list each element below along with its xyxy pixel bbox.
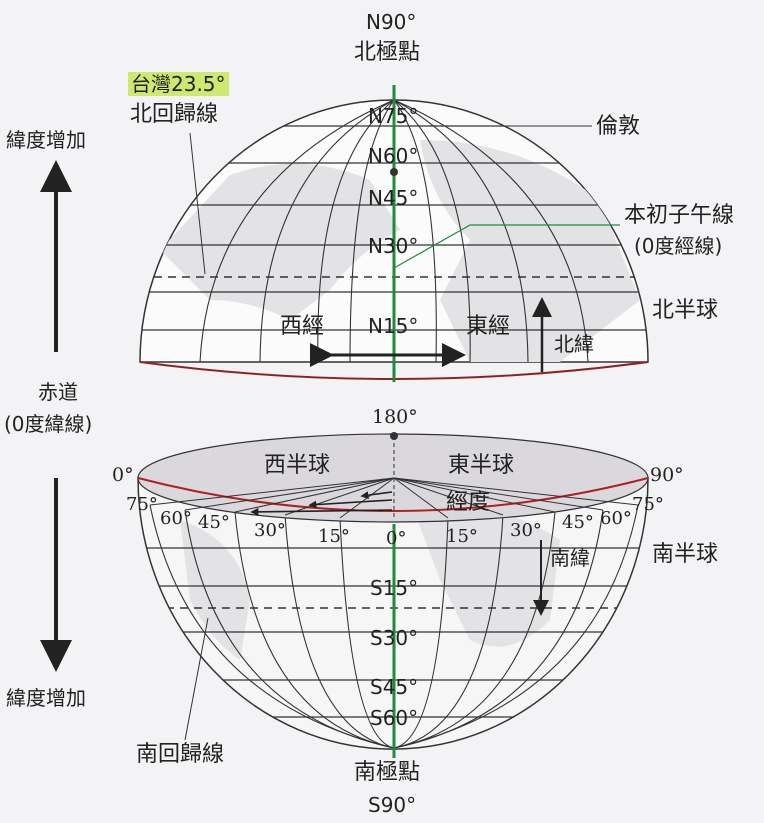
label-lon-l45: 45° <box>198 512 230 533</box>
label-lon-r45: 45° <box>562 512 594 533</box>
label-south-latitude: 南緯 <box>550 546 590 570</box>
label-lon-r75: 75° <box>632 494 664 515</box>
label-equator-sub: (0度緯線) <box>4 412 93 436</box>
label-n30: N30° <box>368 234 419 258</box>
label-south-pole: 南極點 <box>354 760 421 785</box>
label-n75: N75° <box>368 104 419 128</box>
label-s30: S30° <box>370 626 419 650</box>
label-deg180: 180° <box>372 406 418 428</box>
label-lon-r60: 60° <box>600 508 632 529</box>
label-lon-r15: 15° <box>446 526 478 547</box>
label-north-pole: 北極點 <box>354 40 421 65</box>
label-deg0-left: 0° <box>112 464 134 486</box>
label-lon-l75: 75° <box>126 494 158 515</box>
label-s15: S15° <box>370 576 419 600</box>
label-tropic-cancer: 北回歸線 <box>130 102 219 127</box>
center-180-dot <box>390 432 398 440</box>
label-n15: N15° <box>368 314 419 338</box>
label-north-hemisphere: 北半球 <box>652 298 719 323</box>
label-lon-r30: 30° <box>510 520 542 541</box>
southern-hemisphere <box>137 432 649 758</box>
label-deg90-right: 90° <box>650 464 684 486</box>
label-lon-l15: 15° <box>318 526 350 547</box>
label-latitude-increase-bottom: 緯度增加 <box>6 686 86 710</box>
label-south-pole-deg: S90° <box>368 793 417 817</box>
landmass <box>180 520 250 660</box>
label-east-longitude: 東經 <box>466 314 511 339</box>
landmass <box>160 163 400 320</box>
label-west-hemisphere: 西半球 <box>264 453 331 478</box>
label-latitude-increase-top: 緯度增加 <box>6 128 86 152</box>
label-s45: S45° <box>370 675 419 699</box>
label-north-latitude: 北緯 <box>554 332 594 356</box>
north-pole-dot <box>390 168 398 176</box>
label-prime-meridian-sub: (0度經線) <box>634 234 723 258</box>
taiwan-highlight-text: 台灣23.5° <box>128 72 229 96</box>
label-tropic-capricorn: 南回歸線 <box>136 742 225 767</box>
label-longitude: 經度 <box>446 490 491 515</box>
label-south-hemisphere: 南半球 <box>652 542 719 567</box>
label-east-hemisphere: 東半球 <box>448 453 515 478</box>
label-taiwan-highlight: 台灣23.5° <box>128 72 229 96</box>
label-lon-l30: 30° <box>254 520 286 541</box>
label-s60: S60° <box>370 706 419 730</box>
label-london: 倫敦 <box>596 114 641 139</box>
label-prime-meridian: 本初子午線 <box>624 203 735 228</box>
landmass <box>420 140 640 362</box>
label-equator: 赤道 <box>38 380 78 404</box>
northern-hemisphere <box>139 85 649 382</box>
label-n45: N45° <box>368 186 419 210</box>
label-west-longitude: 西經 <box>280 314 325 339</box>
label-north-pole-deg: N90° <box>366 10 417 34</box>
label-lon-0: 0° <box>386 528 407 549</box>
label-n60: N60° <box>368 144 419 168</box>
label-lon-l60: 60° <box>160 508 192 529</box>
